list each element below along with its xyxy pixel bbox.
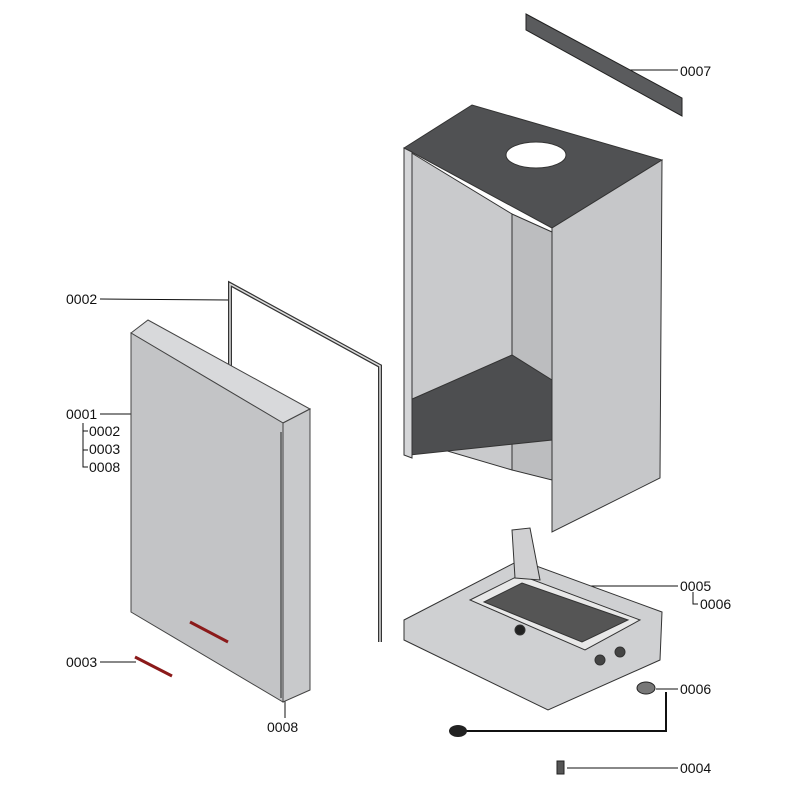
callout-0003: 0003 [66,654,98,670]
callout-0001-sub-0002: 0002 [89,423,121,439]
callout-0008: 0008 [267,719,299,735]
front-panel [130,319,312,703]
callout-0007: 0007 [680,63,712,79]
panel-logo [189,620,229,644]
grommet [449,725,467,737]
logo-badge [134,655,173,678]
leader-lines [82,69,698,769]
callout-0005: 0005 [680,578,712,594]
callout-0004: 0004 [680,760,712,776]
clip [556,760,565,775]
casing [403,104,664,533]
callout-0002: 0002 [66,291,98,307]
callout-0005-sub-0006: 0006 [700,596,732,612]
callout-0001-sub-0008: 0008 [89,459,121,475]
callout-0006: 0006 [680,681,712,697]
mounting-bracket [525,13,683,117]
base-tray [403,527,663,711]
callout-0001: 0001 [66,406,98,422]
callout-0001-sub-0003: 0003 [89,441,121,457]
grommet [636,681,656,695]
